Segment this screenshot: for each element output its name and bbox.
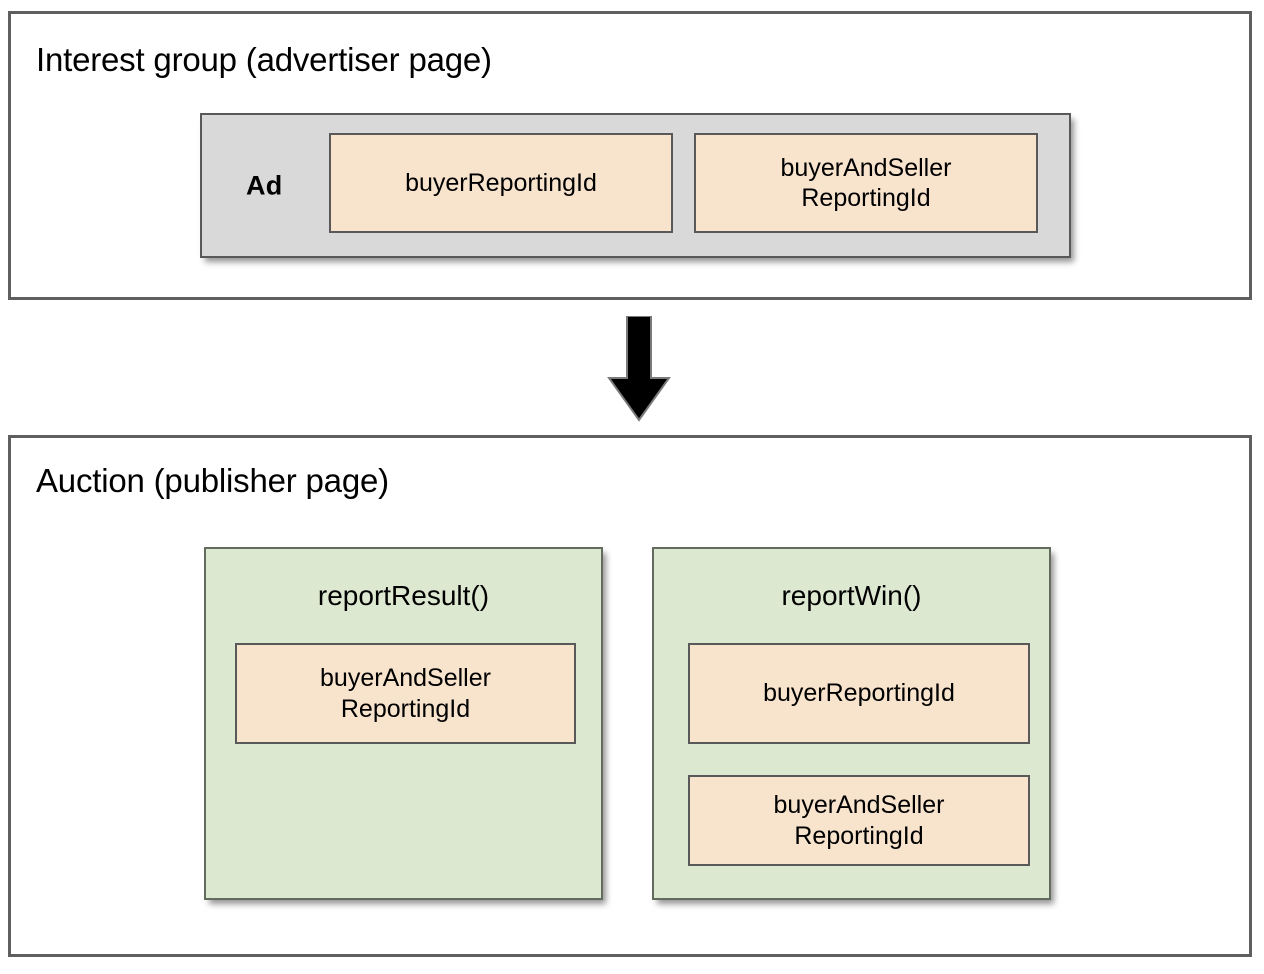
ad-label: Ad <box>246 170 283 200</box>
chip-report-result-buyer-and-seller-reporting-id-label: buyerAndSeller ReportingId <box>320 664 491 723</box>
function-box-report-result: reportResult() buyerAndSeller ReportingI… <box>204 547 603 900</box>
chip-report-win-buyer-reporting-id: buyerReportingId <box>688 643 1030 744</box>
section-title-interest-group: Interest group (advertiser page) <box>36 41 492 78</box>
chip-buyer-reporting-id-label: buyerReportingId <box>405 168 597 197</box>
function-name-report-result: reportResult() <box>317 580 490 611</box>
chip-buyer-and-seller-reporting-id-label: buyerAndSeller ReportingId <box>780 153 952 213</box>
down-arrow-icon <box>607 316 671 422</box>
chip-report-result-buyer-and-seller-reporting-id: buyerAndSeller ReportingId <box>235 643 576 744</box>
function-name-report-win: reportWin() <box>781 580 922 611</box>
chip-report-win-buyer-reporting-id-label: buyerReportingId <box>763 679 955 708</box>
chip-buyer-and-seller-reporting-id: buyerAndSeller ReportingId <box>694 133 1038 233</box>
section-interest-group: Interest group (advertiser page) Ad buye… <box>8 11 1252 300</box>
chip-buyer-reporting-id: buyerReportingId <box>329 133 673 233</box>
chip-report-win-buyer-and-seller-reporting-id: buyerAndSeller ReportingId <box>688 775 1030 866</box>
section-title-auction: Auction (publisher page) <box>36 462 389 499</box>
chip-report-win-buyer-and-seller-reporting-id-label: buyerAndSeller ReportingId <box>773 791 945 850</box>
ad-group-container: Ad buyerReportingId buyerAndSeller Repor… <box>200 113 1071 258</box>
section-auction: Auction (publisher page) reportResult() … <box>8 435 1252 957</box>
function-box-report-win: reportWin() buyerReportingId buyerAndSel… <box>652 547 1051 900</box>
